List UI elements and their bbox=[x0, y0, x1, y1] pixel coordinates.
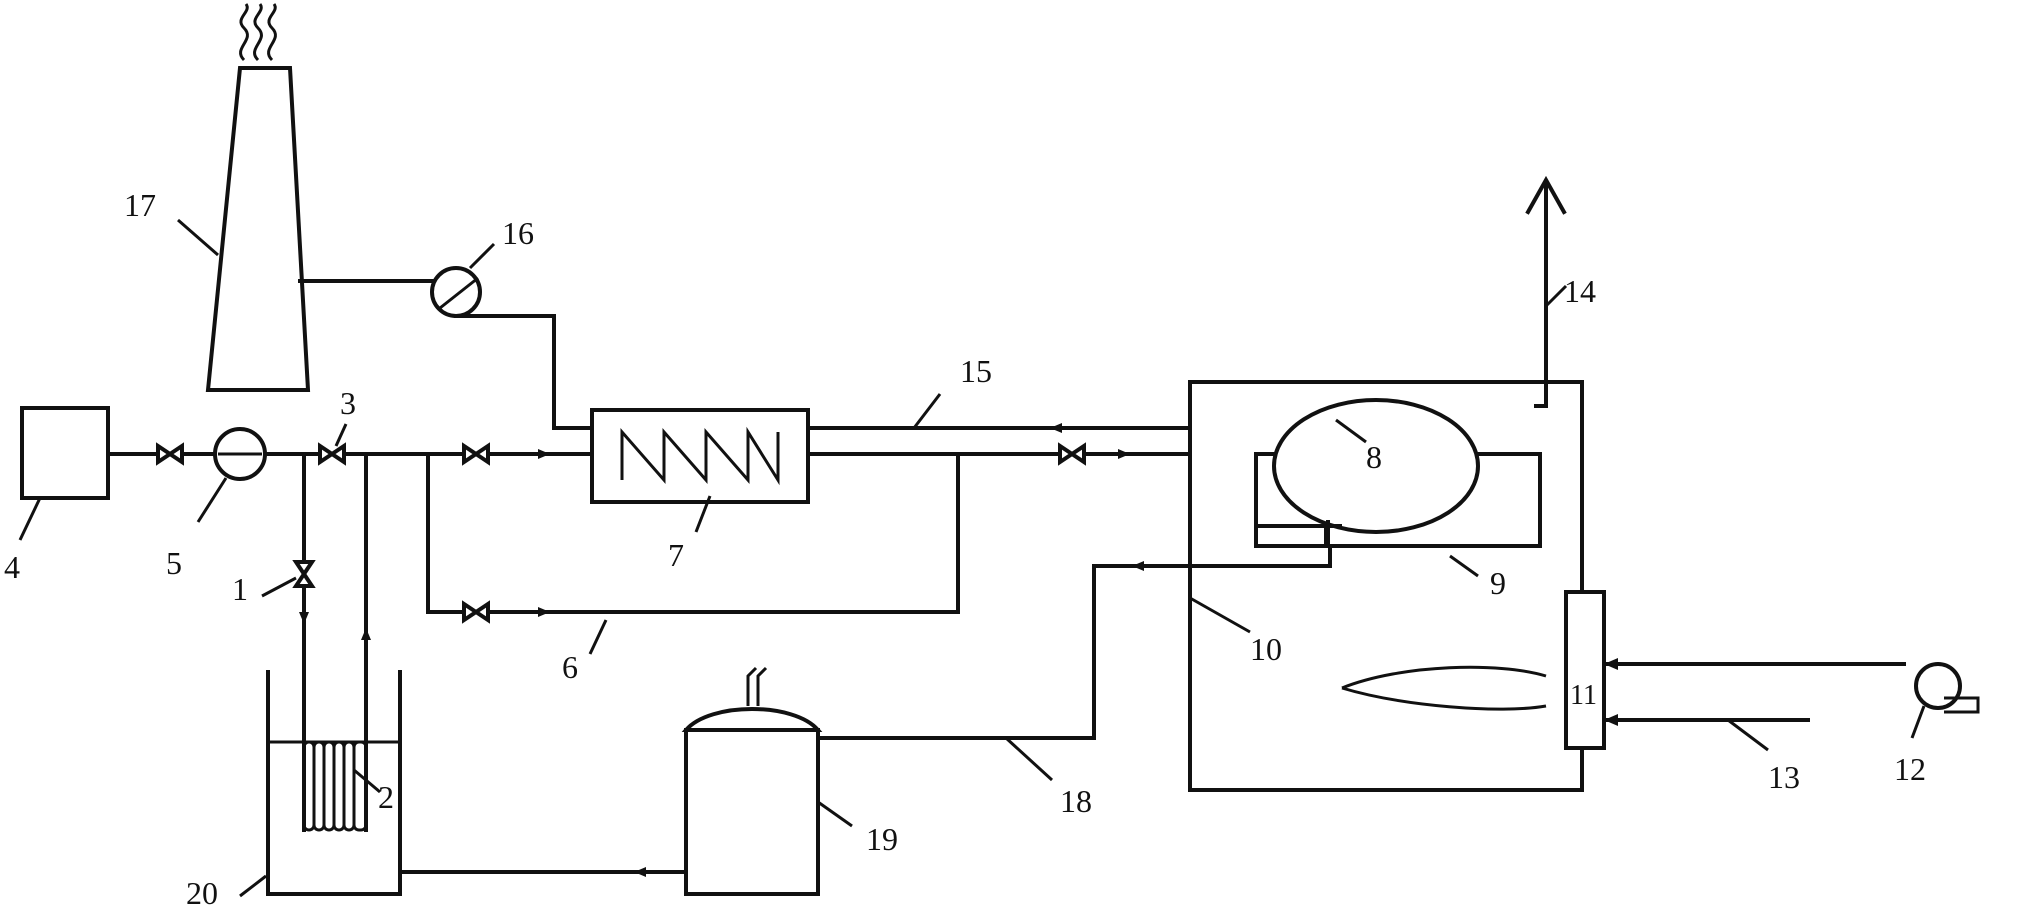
heat-exchanger bbox=[590, 408, 810, 504]
label-17: 17 bbox=[124, 187, 156, 223]
pipe-18 bbox=[816, 544, 1332, 740]
label-5: 5 bbox=[166, 545, 182, 581]
flow-arrow bbox=[1118, 449, 1130, 459]
valve-3 bbox=[318, 442, 346, 466]
label-3: 3 bbox=[340, 385, 356, 421]
water-tank bbox=[266, 670, 402, 896]
chimney bbox=[205, 3, 311, 392]
steam-drum bbox=[1272, 398, 1480, 534]
leader-2 bbox=[353, 768, 381, 794]
label-11: 11 bbox=[1570, 680, 1597, 711]
label-4: 4 bbox=[4, 549, 20, 585]
flow-arrow bbox=[1132, 561, 1144, 571]
label-10: 10 bbox=[1250, 631, 1282, 667]
coil bbox=[302, 740, 368, 832]
leader-10 bbox=[1189, 596, 1251, 634]
flow-arrow bbox=[1604, 714, 1618, 726]
source-box bbox=[20, 406, 110, 500]
leader-19 bbox=[817, 800, 853, 828]
flow-arrow bbox=[538, 449, 550, 459]
fan bbox=[430, 266, 482, 318]
label-8: 8 bbox=[1366, 439, 1382, 475]
valve bbox=[1058, 442, 1086, 466]
valve bbox=[156, 442, 184, 466]
valve-1 bbox=[292, 560, 316, 588]
leader-16 bbox=[468, 242, 496, 270]
label-1: 1 bbox=[232, 571, 248, 607]
flow-arrow bbox=[1050, 423, 1062, 433]
pump bbox=[213, 427, 267, 481]
label-13: 13 bbox=[1768, 759, 1800, 795]
label-18: 18 bbox=[1060, 783, 1092, 819]
leader-1 bbox=[261, 576, 297, 598]
label-20: 20 bbox=[186, 875, 218, 910]
blower bbox=[1914, 662, 1980, 714]
label-16: 16 bbox=[502, 215, 534, 251]
leader-13 bbox=[1727, 718, 1769, 752]
leader-12 bbox=[1910, 705, 1926, 739]
label-15: 15 bbox=[960, 353, 992, 389]
leader-15 bbox=[912, 393, 942, 429]
leader-3 bbox=[334, 423, 348, 447]
steam-pipe-14 bbox=[1534, 180, 1548, 408]
label-7: 7 bbox=[668, 537, 684, 573]
label-9: 9 bbox=[1490, 565, 1506, 601]
valve bbox=[462, 600, 490, 624]
flow-arrow bbox=[1604, 658, 1618, 670]
flow-arrow bbox=[634, 867, 646, 877]
leader-17 bbox=[177, 218, 219, 257]
storage-tank bbox=[681, 666, 823, 896]
flow-arrow bbox=[538, 607, 550, 617]
leader-18 bbox=[1004, 736, 1054, 782]
steam-arrow bbox=[1525, 175, 1567, 215]
flame-top bbox=[1341, 665, 1547, 690]
pipe-fan-exchanger bbox=[454, 314, 594, 430]
valve bbox=[462, 442, 490, 466]
leader-14 bbox=[1544, 284, 1568, 308]
leader-8 bbox=[1335, 418, 1367, 444]
label-12: 12 bbox=[1894, 751, 1926, 787]
flow-arrow bbox=[361, 628, 371, 640]
label-6: 6 bbox=[562, 649, 578, 685]
flame-bottom bbox=[1341, 686, 1547, 711]
leader-7 bbox=[694, 495, 712, 533]
label-14: 14 bbox=[1564, 273, 1596, 309]
leader-9 bbox=[1449, 554, 1479, 578]
leader-4 bbox=[18, 497, 42, 541]
leader-20 bbox=[239, 874, 267, 898]
leader-5 bbox=[196, 477, 228, 523]
water-wall-9 bbox=[1254, 452, 1542, 548]
flow-arrow bbox=[299, 612, 309, 624]
leader-6 bbox=[588, 619, 608, 655]
burner bbox=[1564, 590, 1606, 750]
label-19: 19 bbox=[866, 821, 898, 857]
label-2: 2 bbox=[378, 779, 394, 815]
